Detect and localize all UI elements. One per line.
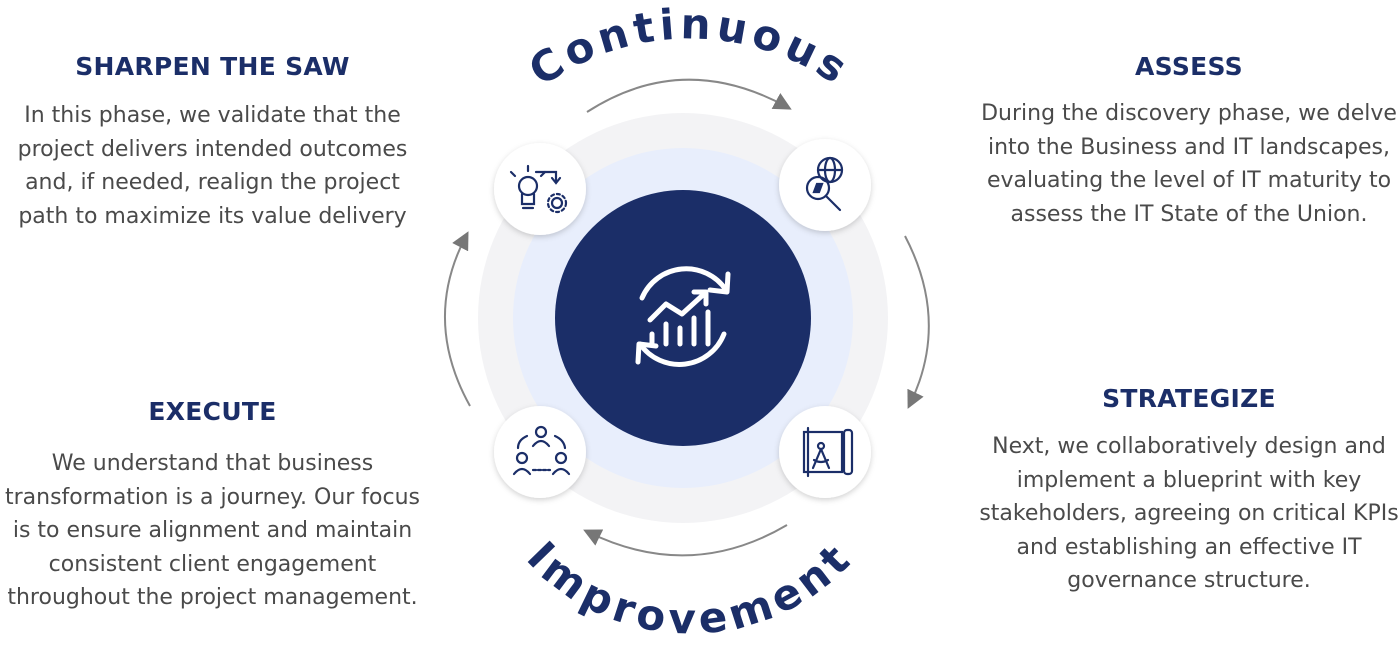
arrow-top	[586, 78, 792, 113]
phase-description-strategize: Next, we collaboratively design and impl…	[979, 434, 1399, 594]
globe-magnifier-icon	[805, 156, 844, 212]
phase-description-assess: During the discovery phase, we delve int…	[981, 101, 1397, 227]
arrow-bottom	[583, 524, 788, 557]
arrow-right	[904, 235, 930, 409]
center-disc	[555, 190, 811, 446]
phase-assess: ASSESS During the discovery phase, we de…	[975, 52, 1400, 231]
phase-description-sharpen: In this phase, we validate that the proj…	[17, 103, 408, 229]
blueprint-compass-icon	[802, 426, 854, 478]
phase-execute: EXECUTE We understand that business tran…	[0, 397, 425, 615]
arrow-left	[444, 231, 471, 407]
label-continuous: Continuous	[520, 0, 860, 95]
phase-title-sharpen: SHARPEN THE SAW	[75, 52, 350, 81]
phase-title-assess: ASSESS	[1134, 52, 1243, 81]
phase-description-execute: We understand that business transformati…	[4, 451, 421, 611]
node-execute	[494, 406, 586, 498]
node-assess	[779, 139, 871, 231]
phase-title-execute: EXECUTE	[148, 397, 277, 426]
team-collaboration-icon	[512, 425, 571, 476]
phase-strategize: STRATEGIZE Next, we collaboratively desi…	[975, 384, 1400, 598]
node-sharpen	[494, 143, 586, 235]
growth-cycle-icon	[635, 266, 731, 367]
node-strategize	[779, 406, 871, 498]
phase-title-strategize: STRATEGIZE	[1102, 384, 1276, 413]
phase-sharpen: SHARPEN THE SAW In this phase, we valida…	[0, 52, 425, 233]
label-improvement: Improvement	[518, 532, 862, 644]
idea-gear-icon	[509, 164, 568, 214]
